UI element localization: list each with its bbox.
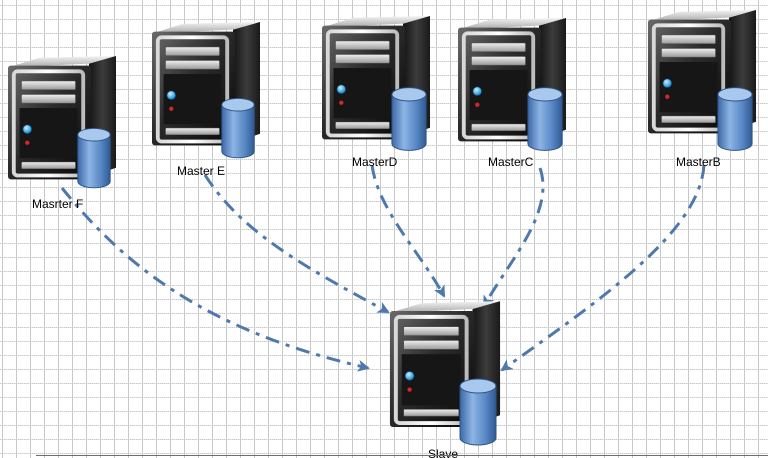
database-icon <box>221 97 255 159</box>
node-master-c[interactable]: MasterC <box>456 16 568 169</box>
node-label: Masrter F <box>32 197 83 211</box>
edge-master-d-to-slave <box>370 164 446 298</box>
node-master-d[interactable]: MasterD <box>320 14 432 169</box>
node-label: MasterD <box>352 155 398 169</box>
edge-master-b-to-slave <box>500 164 706 372</box>
database-icon <box>459 378 497 446</box>
bottom-divider <box>36 455 768 456</box>
node-label: MasterC <box>488 155 534 169</box>
node-label: Master E <box>177 164 225 178</box>
edge-layer <box>60 164 706 372</box>
node-master-b[interactable]: MasterB <box>646 8 758 169</box>
node-slave[interactable]: Slave <box>387 299 503 458</box>
database-icon <box>527 87 563 151</box>
node-label: MasterB <box>676 155 721 169</box>
edge-master-e-to-slave <box>203 174 390 314</box>
node-label: Slave <box>428 447 458 458</box>
database-icon <box>717 87 753 151</box>
node-master-f[interactable]: Masrter F <box>6 54 118 211</box>
edge-master-f-to-slave <box>60 187 370 372</box>
edge-master-c-to-slave <box>482 167 545 308</box>
database-icon <box>391 87 427 151</box>
database-icon <box>77 127 111 189</box>
node-master-e[interactable]: Master E <box>150 20 262 178</box>
